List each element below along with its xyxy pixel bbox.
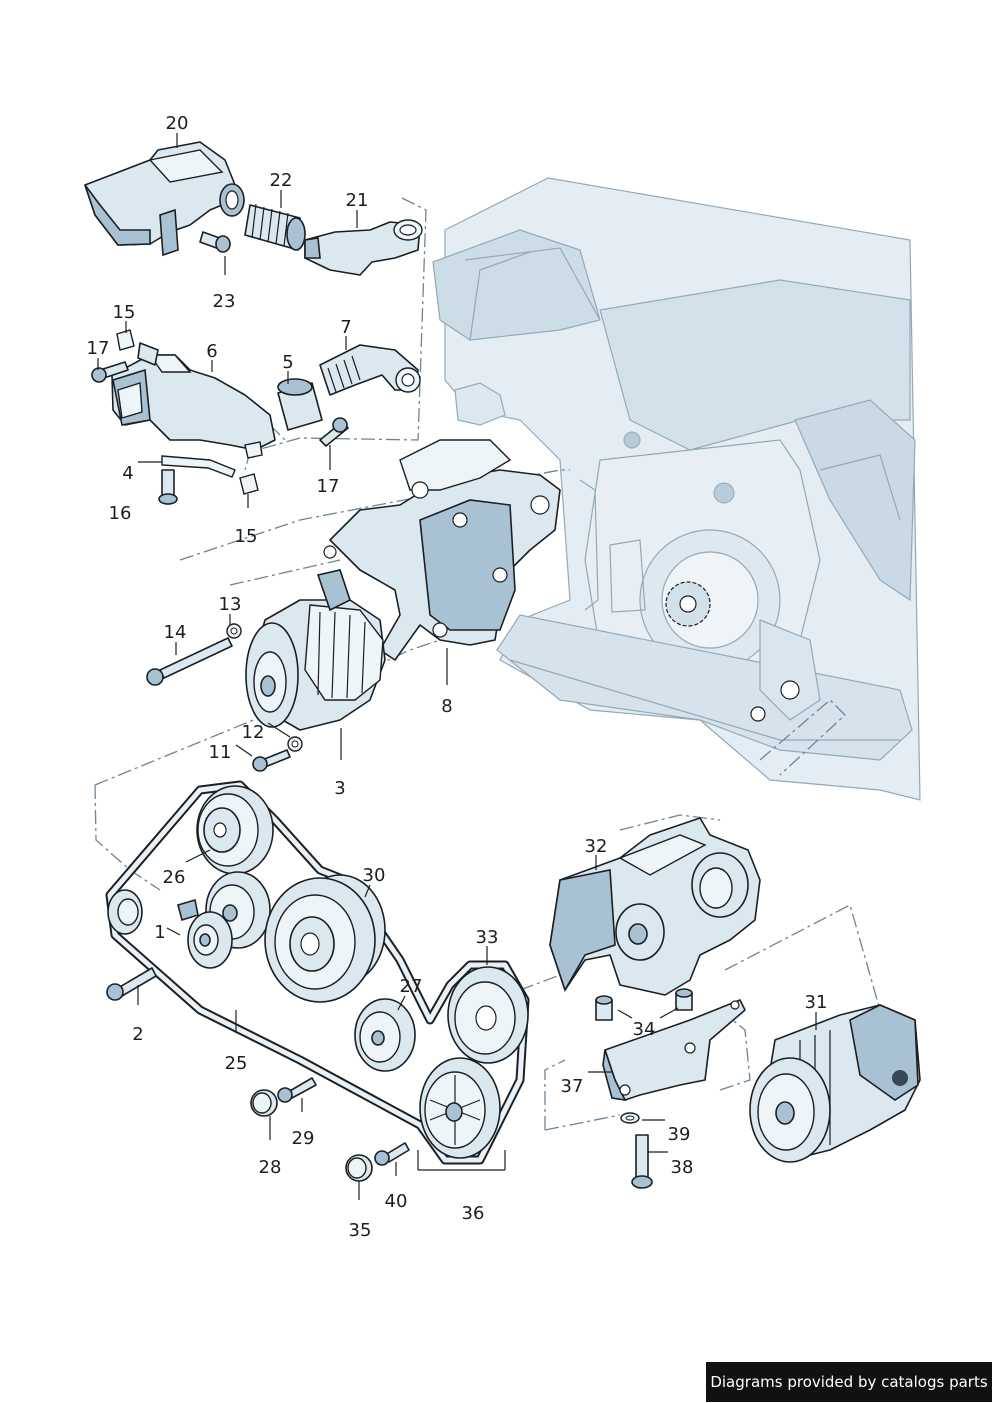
bolt-38 xyxy=(631,1134,653,1189)
callout-14: 14 xyxy=(164,622,187,643)
callout-22: 22 xyxy=(270,170,293,191)
callout-17-bottom: 17 xyxy=(317,476,340,497)
idler-pulley-36 xyxy=(417,1057,506,1171)
ac-compressor-31 xyxy=(749,1004,921,1163)
callout-15-bottom: 15 xyxy=(235,526,258,547)
callout-labels: 20 22 21 23 15 17 6 7 5 4 17 16 15 13 14… xyxy=(87,113,828,1241)
callout-15-top: 15 xyxy=(113,302,136,323)
callout-37: 37 xyxy=(561,1076,584,1097)
credit-banner: Diagrams provided by catalogs parts xyxy=(706,1362,992,1402)
tensioner-arm-1 xyxy=(177,898,233,969)
callout-34: 34 xyxy=(633,1019,656,1040)
callout-7: 7 xyxy=(340,317,351,338)
callout-17-top: 17 xyxy=(87,338,110,359)
idler-pulley-left xyxy=(107,889,143,935)
bushing-34 xyxy=(595,988,693,1021)
air-guide-6 xyxy=(111,342,276,451)
callout-39: 39 xyxy=(668,1124,691,1145)
bolt-40 xyxy=(374,1142,410,1166)
callout-3: 3 xyxy=(334,778,345,799)
callout-4: 4 xyxy=(122,463,133,484)
callout-2: 2 xyxy=(132,1024,143,1045)
washer-12 xyxy=(287,736,303,752)
callout-20: 20 xyxy=(166,113,189,134)
clip-15-bottom xyxy=(239,473,259,495)
pulley-33 xyxy=(447,966,529,1064)
callout-40: 40 xyxy=(385,1191,408,1212)
callout-5: 5 xyxy=(282,352,293,373)
bolt-17-top xyxy=(91,361,129,383)
bracket-37 xyxy=(602,999,746,1102)
bolt-2 xyxy=(106,967,157,1001)
bellows-hose-7 xyxy=(319,344,421,396)
callout-1: 1 xyxy=(154,922,165,943)
callout-35: 35 xyxy=(349,1220,372,1241)
callout-31: 31 xyxy=(805,992,828,1013)
bolt-17-bottom xyxy=(319,417,349,447)
bolt-29 xyxy=(277,1077,317,1103)
crank-pulley-30 xyxy=(264,874,386,1003)
callout-12: 12 xyxy=(242,722,265,743)
idler-pulley-27 xyxy=(354,998,416,1072)
cap-28 xyxy=(250,1089,278,1117)
alternator-3 xyxy=(245,569,386,731)
engine-block-illustration xyxy=(432,177,921,801)
callout-13: 13 xyxy=(219,594,242,615)
callout-11: 11 xyxy=(209,742,232,763)
callout-26: 26 xyxy=(163,867,186,888)
callout-8: 8 xyxy=(441,696,452,717)
callout-27: 27 xyxy=(400,976,423,997)
bolt-23 xyxy=(199,231,231,253)
leader-lines xyxy=(97,133,817,1200)
air-duct-21 xyxy=(304,219,423,276)
callout-16: 16 xyxy=(109,503,132,524)
callout-38: 38 xyxy=(671,1157,694,1178)
callout-21: 21 xyxy=(346,190,369,211)
callout-36: 36 xyxy=(462,1203,485,1224)
washer-13 xyxy=(226,623,242,639)
bolt-14 xyxy=(146,637,233,686)
callout-23: 23 xyxy=(213,291,236,312)
alternator-bracket-8 xyxy=(323,439,561,661)
bracket-4 xyxy=(161,441,263,478)
cap-35 xyxy=(345,1154,373,1182)
callout-29: 29 xyxy=(292,1128,315,1149)
callout-25: 25 xyxy=(225,1053,248,1074)
callout-32: 32 xyxy=(585,836,608,857)
pulley-26 xyxy=(196,785,274,875)
callout-6: 6 xyxy=(206,341,217,362)
bolt-16 xyxy=(158,469,178,505)
washer-39 xyxy=(620,1112,640,1124)
callout-28: 28 xyxy=(259,1157,282,1178)
callout-33: 33 xyxy=(476,927,499,948)
air-intake-housing-20 xyxy=(84,141,245,257)
bellows-hose-22 xyxy=(244,203,306,251)
sleeve-5 xyxy=(277,378,323,431)
bolt-11 xyxy=(252,749,291,772)
callout-30: 30 xyxy=(363,865,386,886)
power-steering-pump-32 xyxy=(549,817,761,996)
